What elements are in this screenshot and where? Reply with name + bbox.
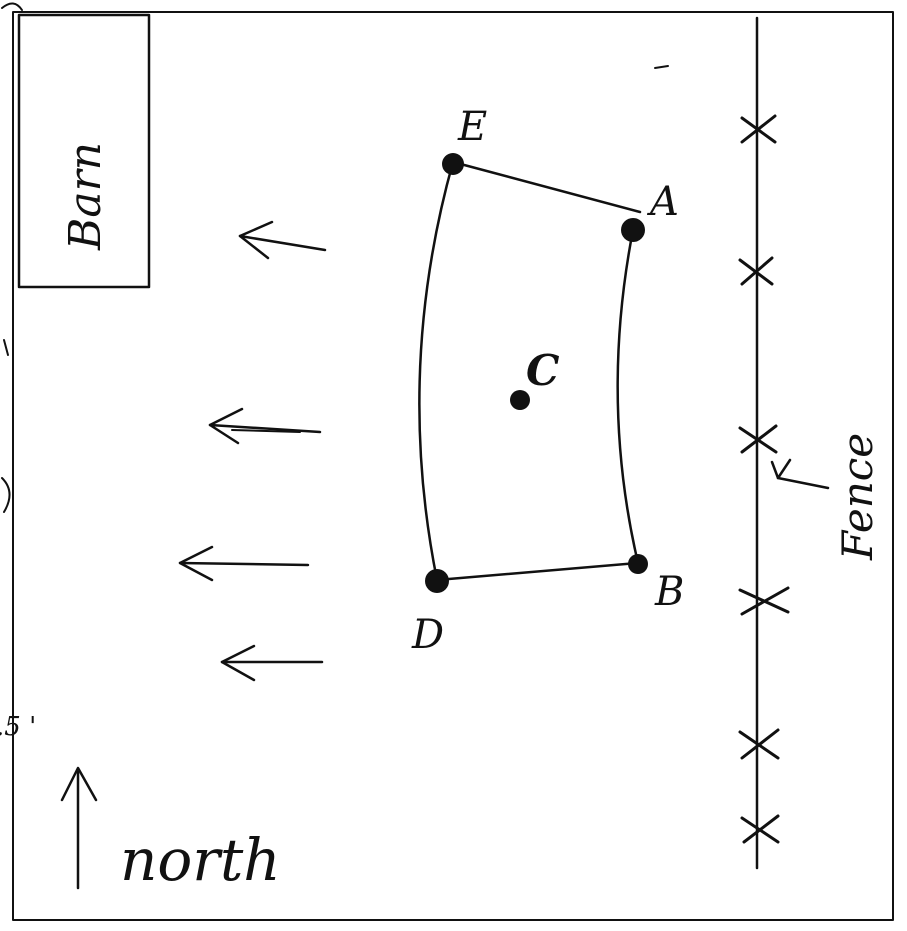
- point-b: B: [628, 554, 684, 615]
- fence: Fence: [738, 16, 882, 870]
- fence-post: [740, 814, 780, 844]
- plot-outline: [418, 160, 642, 582]
- point-a-label: A: [646, 179, 679, 225]
- edge-b-d: [435, 561, 640, 582]
- north-arrow-icon: [60, 766, 98, 802]
- edge-mark-lower: [1, 477, 11, 513]
- point-c-dot: [510, 390, 530, 410]
- edge-d-e: [418, 160, 455, 582]
- point-b-dot: [628, 554, 648, 574]
- fence-post: [738, 424, 778, 454]
- west-arrow-3: [178, 545, 310, 582]
- north-label: north: [120, 826, 281, 894]
- edge-mark-mid: [3, 339, 9, 356]
- west-arrow-1: [238, 220, 327, 260]
- page-frame: [12, 11, 894, 921]
- west-arrow-4: [220, 644, 324, 682]
- point-a-dot: [621, 218, 645, 242]
- edge-a-b: [616, 228, 640, 565]
- fence-pointer-arrow: [770, 458, 830, 490]
- edge-mark-top: [1, 2, 23, 11]
- point-a: A: [621, 179, 679, 242]
- edge-e-a: [451, 160, 642, 214]
- fence-label: Fence: [833, 433, 882, 561]
- point-e-label: E: [457, 104, 487, 150]
- point-e-dot: [442, 153, 464, 175]
- west-arrow-2: [208, 407, 322, 445]
- fence-post: [738, 256, 774, 286]
- point-b-label: B: [654, 569, 684, 615]
- west-arrows: [178, 220, 327, 682]
- stray-mark: [654, 65, 669, 69]
- point-c-label: C: [526, 346, 560, 395]
- north-indicator: north: [60, 766, 281, 894]
- fence-post: [740, 114, 777, 144]
- margin-measure: .5 ': [0, 712, 36, 742]
- barn-label: Barn: [60, 142, 111, 251]
- point-e: E: [442, 104, 487, 175]
- barn-outline: [17, 13, 151, 289]
- point-d-dot: [425, 569, 449, 593]
- barn: Barn: [17, 13, 151, 289]
- point-c: C: [510, 346, 560, 410]
- point-d-label: D: [411, 612, 444, 658]
- point-d: D: [411, 569, 449, 658]
- fence-post: [738, 586, 790, 616]
- fence-post: [738, 728, 780, 760]
